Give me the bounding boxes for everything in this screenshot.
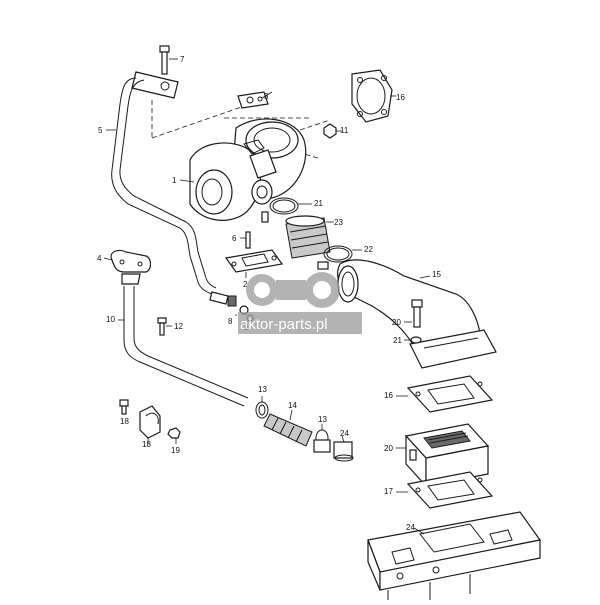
fitting-8-9 <box>209 291 254 322</box>
oil-feed-pipe-5 <box>111 71 217 295</box>
callout-26: 24 <box>340 429 349 438</box>
gasket-3 <box>237 91 269 109</box>
nut-22 <box>167 427 181 444</box>
fitting-13-right <box>313 424 331 453</box>
bolt-7 <box>159 45 178 75</box>
watermark-text: aktor-parts.pl <box>240 316 328 333</box>
clamp-15-lower <box>317 245 353 270</box>
hose-16 <box>285 215 331 259</box>
oil-return-pipe-10 <box>121 273 249 407</box>
callout-2: 2 <box>243 280 248 289</box>
heater-23 <box>404 423 490 488</box>
callout-25: 21 <box>393 336 402 345</box>
callout-12: 12 <box>174 322 183 331</box>
clamp-13-left <box>255 396 269 419</box>
exhaust-elbow-17 <box>337 259 497 369</box>
callout-18-upper: 16 <box>384 391 393 400</box>
bolt-12 <box>157 317 167 336</box>
callout-21: 18 <box>142 440 151 449</box>
callout-10: 10 <box>106 315 115 324</box>
washer-25 <box>404 336 422 344</box>
bracket-21 <box>139 405 161 444</box>
callout-22: 19 <box>171 446 180 455</box>
turbocharger-1 <box>189 118 307 221</box>
callout-20: 18 <box>120 417 129 426</box>
watermark: aktor-parts.pl <box>238 272 362 334</box>
callout-11: 11 <box>340 126 349 135</box>
gasket-18-lower <box>406 471 494 509</box>
callout-13-left: 13 <box>258 385 267 394</box>
gasket-19 <box>351 69 393 123</box>
callout-18-lower: 17 <box>384 487 393 496</box>
nut-11 <box>323 123 337 139</box>
gasket-4 <box>110 249 152 273</box>
hose-14 <box>263 409 313 447</box>
clamp-15-upper <box>261 197 299 223</box>
connector-26 <box>333 435 354 462</box>
callout-23: 20 <box>384 444 393 453</box>
callout-15-upper: 21 <box>314 199 323 208</box>
callout-3: 3 <box>264 92 269 101</box>
callout-5: 5 <box>98 126 103 135</box>
callout-19: 16 <box>396 93 405 102</box>
bolt-24 <box>404 299 423 328</box>
stud-6 <box>240 231 251 249</box>
callout-1: 1 <box>172 176 177 185</box>
callout-6: 6 <box>232 234 237 243</box>
callout-13-right: 13 <box>318 415 327 424</box>
callout-24: 20 <box>392 318 401 327</box>
callout-4: 4 <box>97 254 102 263</box>
callout-16: 23 <box>334 218 343 227</box>
callout-27: 24 <box>406 523 415 532</box>
callout-14: 14 <box>288 401 297 410</box>
callout-7: 7 <box>180 55 185 64</box>
intake-manifold-27 <box>367 511 542 600</box>
bolt-20 <box>119 399 129 415</box>
callout-17: 15 <box>432 270 441 279</box>
gasket-2 <box>224 249 284 273</box>
callout-8: 8 <box>228 317 233 326</box>
callout-15-lower: 22 <box>364 245 373 254</box>
gasket-18-upper <box>406 375 494 413</box>
